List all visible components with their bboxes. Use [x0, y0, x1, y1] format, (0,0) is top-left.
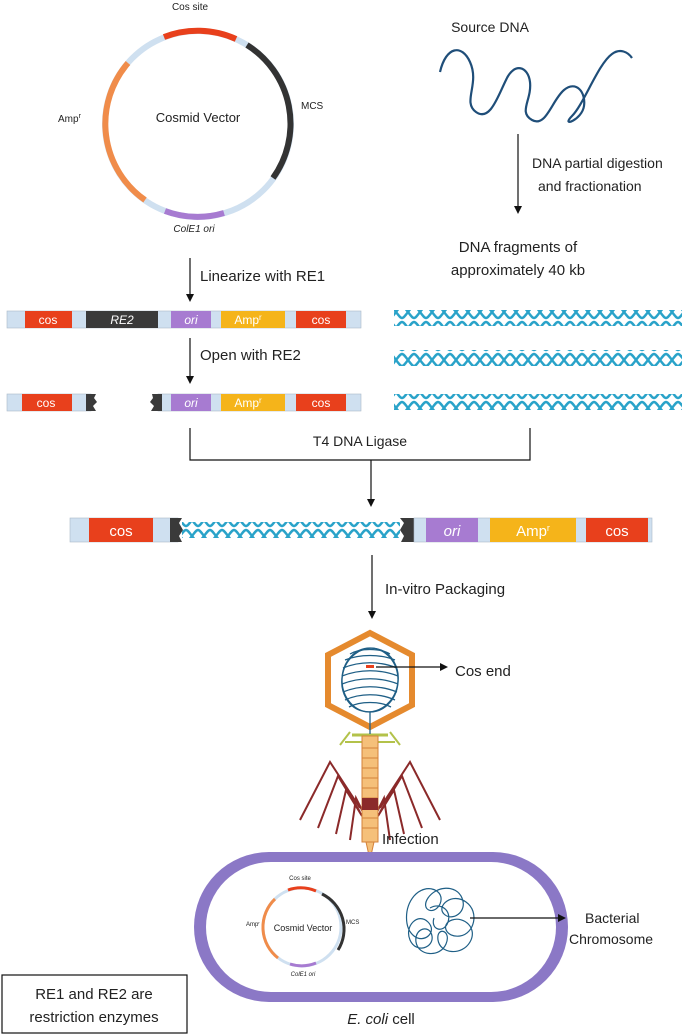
sticky-end — [170, 518, 183, 542]
linearized-vector — [6, 310, 362, 329]
sticky-end — [86, 394, 97, 411]
digestion-line2: and fractionation — [538, 178, 642, 194]
cos-end-marker — [366, 665, 374, 668]
mini-plasmid-center-label: Cosmid Vector — [274, 923, 333, 933]
cosmid-vector-plasmid — [102, 27, 294, 220]
mini-amp-label: Ampr — [246, 920, 260, 928]
amp-box — [221, 394, 285, 411]
amp-box — [221, 311, 285, 328]
plasmid-center-label: Cosmid Vector — [156, 110, 241, 125]
tail-fibers — [299, 760, 441, 841]
cos-box — [296, 311, 346, 328]
bacterial-chromosome — [405, 887, 475, 955]
dna-fragment — [394, 394, 682, 410]
ecoli-cell-label: E. coli cell — [347, 1011, 415, 1028]
packaged-dna — [341, 647, 399, 734]
amp-label: Ampr — [58, 113, 82, 125]
cos-box — [22, 394, 72, 411]
amp-box-label: Ampr — [234, 396, 262, 410]
infection-label: Infection — [382, 831, 439, 848]
digestion-line1: DNA partial digestion — [532, 155, 663, 171]
cos-box-label: cos — [109, 523, 132, 540]
fragments-line2: approximately 40 kb — [451, 262, 585, 279]
cos-box-label: cos — [39, 313, 58, 327]
packaging-label: In-vitro Packaging — [385, 581, 505, 598]
chromosome-line1: Bacterial — [585, 910, 639, 926]
ori-label: ColE1 ori — [173, 224, 215, 235]
recombinant-cosmid — [69, 517, 653, 543]
amp-box-label: Ampr — [516, 523, 550, 540]
amp-box-label: Ampr — [234, 313, 262, 327]
note-box — [1, 974, 188, 1034]
ligase-label: T4 DNA Ligase — [313, 433, 407, 449]
note-line1: RE1 and RE2 are — [35, 986, 153, 1003]
ori-box — [426, 518, 478, 542]
cos-site-segment — [162, 27, 238, 42]
ori-box-label: ori — [184, 396, 198, 410]
ori-box — [171, 394, 211, 411]
note-line2: restriction enzymes — [29, 1009, 158, 1026]
ori-box — [171, 311, 211, 328]
ligase-bracket — [189, 428, 531, 461]
fragments-line1: DNA fragments of — [459, 239, 578, 256]
amp-segment — [102, 61, 147, 203]
mini-mcs-label: MCS — [346, 920, 359, 926]
ecoli-cell-interior — [206, 862, 556, 992]
cos-box-label: cos — [312, 396, 331, 410]
source-dna-strand — [438, 49, 633, 123]
re2-box — [86, 311, 158, 328]
open-label: Open with RE2 — [200, 347, 301, 364]
ori-box-label: ori — [184, 313, 198, 327]
cos-box — [89, 518, 153, 542]
cos-box-label: cos — [605, 523, 628, 540]
cos-box-label: cos — [312, 313, 331, 327]
cos-box — [586, 518, 648, 542]
chromosome-line2: Chromosome — [569, 931, 653, 947]
cos-end-label: Cos end — [455, 663, 511, 680]
dna-fragment — [394, 310, 682, 326]
mcs-label: MCS — [301, 101, 324, 112]
cos-box — [296, 394, 346, 411]
linearize-label: Linearize with RE1 — [200, 268, 325, 285]
inserted-dna — [182, 522, 400, 538]
lambda-phage — [299, 629, 441, 861]
cos-box — [25, 311, 72, 328]
cos-site-label: Cos site — [172, 2, 209, 13]
ori-segment — [163, 208, 225, 220]
cos-box-label: cos — [37, 396, 56, 410]
mcs-segment — [245, 42, 294, 180]
mini-cosmid-vector — [261, 886, 346, 968]
opened-vector-right — [150, 393, 362, 412]
ori-box-label: ori — [444, 523, 461, 540]
mini-ori-label: ColE1 ori — [291, 972, 316, 978]
sticky-end — [150, 394, 162, 411]
dna-fragment — [394, 350, 682, 366]
phage-tail — [361, 735, 379, 843]
sticky-end — [400, 518, 414, 542]
amp-box — [490, 518, 576, 542]
re2-box-label: RE2 — [110, 313, 134, 327]
opened-vector-left — [6, 393, 97, 412]
mini-cos-site-label: Cos site — [289, 876, 311, 882]
source-dna-label: Source DNA — [451, 19, 529, 35]
